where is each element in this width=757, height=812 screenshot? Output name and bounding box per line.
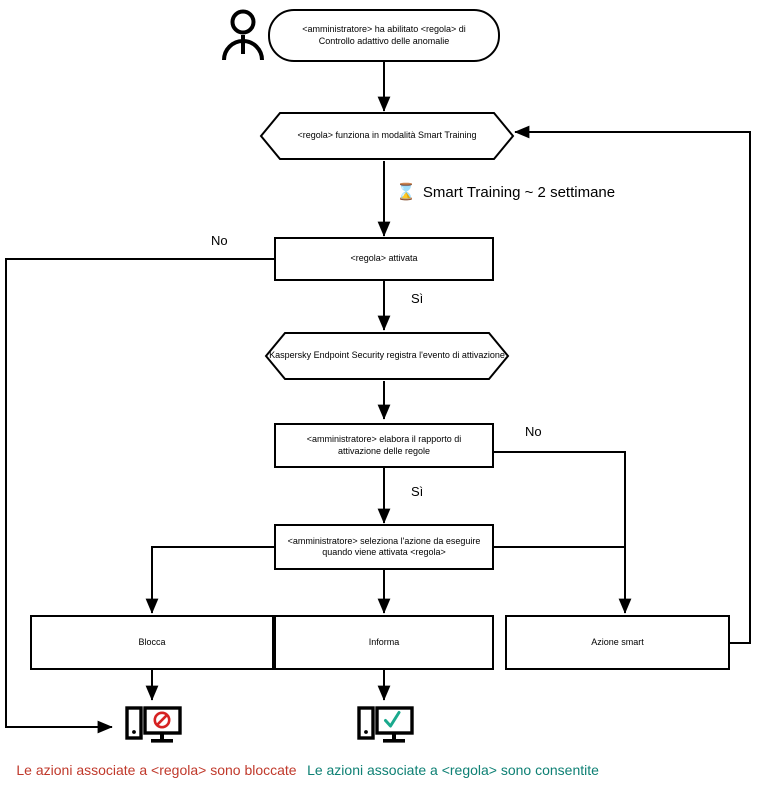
annotation-smart-training-duration-label: Smart Training ~ 2 settimane [422, 184, 616, 201]
node-action-inform[interactable]: Informa [274, 615, 494, 670]
edge-label-report-yes: Sì [411, 484, 424, 499]
node-log-event-label: Kaspersky Endpoint Security registra l'e… [269, 350, 505, 361]
edge-label-report-no: No [525, 424, 542, 439]
actor-administrator-icon [222, 9, 264, 61]
edge-label-triggered-yes: Sì [411, 291, 424, 306]
node-rule-triggered[interactable]: <regola> attivata [274, 237, 494, 281]
caption-blocked: Le azioni associate a <regola> sono bloc… [16, 762, 297, 778]
node-action-block[interactable]: Blocca [30, 615, 274, 670]
edge-label-triggered-no: No [211, 233, 228, 248]
hourglass-icon: ⌛ [396, 183, 416, 201]
node-admin-select-action[interactable]: <amministratore> seleziona l'azione da e… [274, 524, 494, 570]
node-log-event[interactable]: Kaspersky Endpoint Security registra l'e… [264, 331, 510, 381]
node-smart-training[interactable]: <regola> funziona in modalità Smart Trai… [259, 111, 515, 161]
node-start[interactable]: <amministratore> ha abilitato <regola> d… [268, 9, 500, 62]
computer-allowed-icon [357, 706, 414, 743]
node-admin-report[interactable]: <amministratore> elabora il rapporto di … [274, 423, 494, 468]
node-action-smart[interactable]: Azione smart [505, 615, 730, 670]
hexagon-shape [264, 332, 510, 380]
hexagon-shape [259, 112, 515, 160]
caption-allowed: Le azioni associate a <regola> sono cons… [307, 762, 599, 778]
node-smart-training-label: <regola> funziona in modalità Smart Trai… [297, 130, 477, 141]
computer-blocked-icon [125, 706, 182, 743]
annotation-smart-training-duration: ⌛ Smart Training ~ 2 settimane [396, 184, 615, 201]
